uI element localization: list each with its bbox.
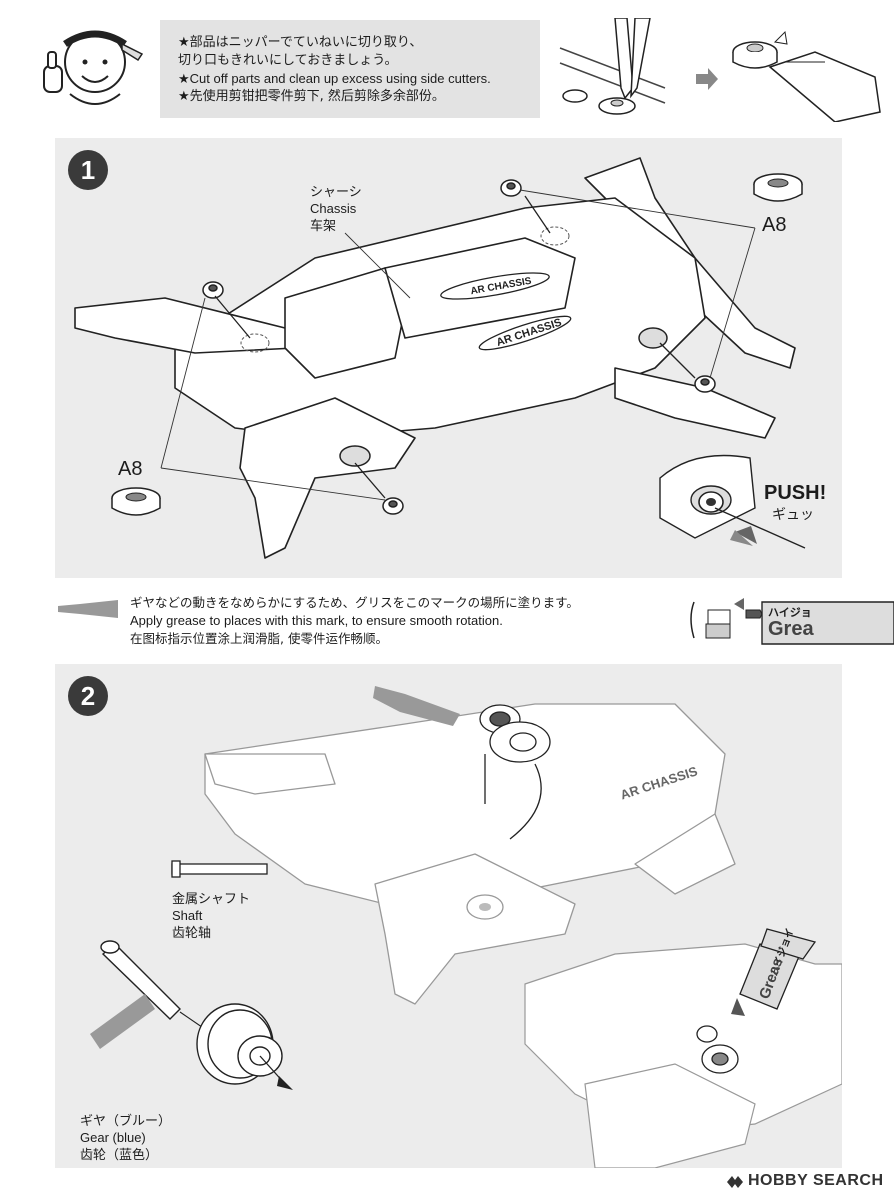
shaft-label-en: Shaft: [172, 908, 203, 923]
gear-label: ギヤ（ブルー） Gear (blue) 齿轮（蓝色）: [80, 1112, 171, 1163]
step1-chassis-drawing: AR CHASSIS AR CHASSIS: [55, 138, 842, 578]
grease-mark-icon: [58, 598, 120, 624]
grease-jp: ギヤなどの動きをなめらかにするため、グリスをこのマークの場所に塗ります。: [130, 595, 579, 610]
a8-label-top: A8: [762, 214, 787, 236]
gear-label-en: Gear (blue): [80, 1130, 146, 1145]
hobby-search-logo-icon: [726, 1174, 744, 1188]
mascot-illustration: [30, 14, 150, 114]
shaft-label-cn: 齿轮轴: [172, 925, 212, 940]
step2-badge: 2: [68, 676, 108, 716]
step1-badge: 1: [68, 150, 108, 190]
trim-excess-illustration: [725, 22, 885, 123]
push-label-en: PUSH!: [764, 482, 827, 504]
watermark-text: HOBBY SEARCH: [748, 1172, 884, 1189]
chassis-label-jp: シャーシ: [310, 184, 362, 199]
note-cn: ★先使用剪钳把零件剪下, 然后剪除多余部份。: [178, 89, 445, 104]
chassis-label-en: Chassis: [310, 201, 357, 216]
step2-chassis-drawing: AR CHASSIS: [55, 664, 843, 1169]
a8-bearing-part-top: [750, 170, 806, 214]
side-cutter-illustration: [555, 17, 685, 120]
shaft-label-jp: 金属シャフト: [172, 891, 251, 906]
note-jp-line1: ★部品はニッパーでていねいに切り取り、: [178, 35, 423, 50]
gear-label-jp: ギヤ（ブルー）: [80, 1113, 172, 1128]
arrow-right-icon: [694, 66, 720, 96]
grease-cn: 在图标指示位置涂上润滑脂, 使零件运作畅顺。: [130, 631, 388, 646]
a8-bearing-part-left: [108, 484, 164, 528]
a8-label-left: A8: [118, 458, 143, 480]
chassis-label-cn: 车架: [310, 218, 337, 233]
watermark: HOBBY SEARCH: [726, 1172, 884, 1190]
grease-instruction: ギヤなどの動きをなめらかにするため、グリスをこのマークの場所に塗ります。 App…: [130, 594, 579, 648]
grease-tube-label-jp: ハイジョ: [768, 606, 812, 619]
note-jp-line2: 切り口もきれいにしておきましょう。: [178, 53, 398, 68]
cutting-instruction-note: ★部品はニッパーでていねいに切り取り、 切り口もきれいにしておきましょう。 ★C…: [160, 20, 540, 118]
note-en: ★Cut off parts and clean up excess using…: [178, 71, 491, 86]
push-label-jp: ギュッ: [772, 506, 814, 522]
gear-label-cn: 齿轮（蓝色）: [80, 1147, 159, 1162]
push-detail-illustration: [655, 448, 840, 568]
grease-application-illustration: [688, 588, 894, 652]
grease-en: Apply grease to places with this mark, t…: [130, 613, 503, 628]
chassis-label: シャーシ Chassis 车架: [310, 183, 362, 234]
grease-tube-label-en: Grea: [768, 618, 814, 640]
shaft-label: 金属シャフト Shaft 齿轮轴: [172, 890, 250, 941]
